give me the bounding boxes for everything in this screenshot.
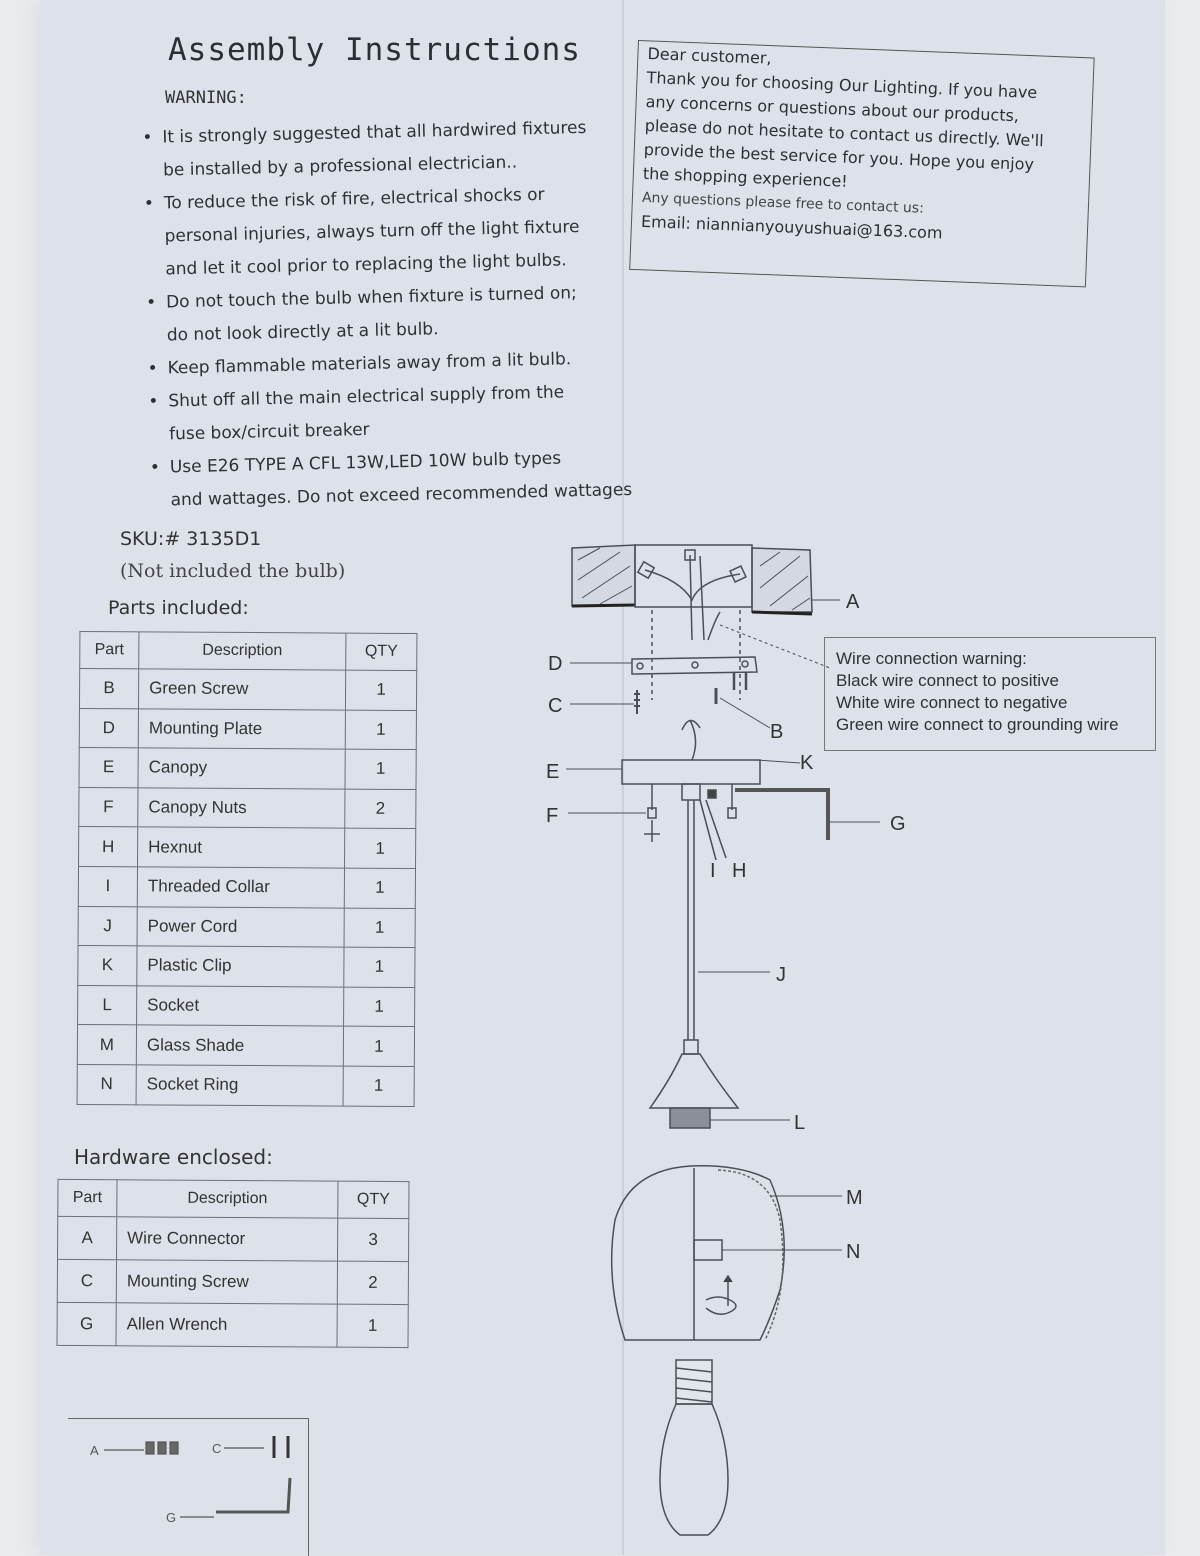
wire-warning-line: Black wire connect to positive xyxy=(836,671,1059,690)
diagram-label-k: K xyxy=(800,752,814,774)
diagram-label-i: I xyxy=(710,860,716,882)
wire-warning-box xyxy=(824,637,1156,751)
wire-warning: Wire connection warning: Black wire conn… xyxy=(836,648,1119,736)
leader-lines xyxy=(566,599,880,1251)
ceiling-illustration xyxy=(571,544,813,616)
diagram-label-j: J xyxy=(776,964,786,986)
mounting-screw-icon xyxy=(272,1436,290,1458)
paper-fold xyxy=(622,0,624,1555)
diagram-label-h: H xyxy=(732,860,746,882)
diagram-label-a: A xyxy=(846,591,860,613)
junction-box-wires xyxy=(636,549,747,641)
canopy-illustration xyxy=(621,759,761,842)
hardware-label-g: G xyxy=(166,1510,176,1525)
socket-illustration xyxy=(648,1039,740,1129)
warning-label: WARNING: xyxy=(165,88,247,108)
edison-bulb-illustration xyxy=(659,1359,729,1536)
glass-shade-illustration xyxy=(610,1165,785,1341)
diagram-label-e: E xyxy=(546,761,559,783)
diagram-label-n: N xyxy=(846,1241,860,1263)
parts-included-heading: Parts included: xyxy=(108,597,249,619)
sku-number: SKU:# 3135D1 xyxy=(120,528,262,550)
mounting-plate-illustration xyxy=(631,610,758,714)
diagram-label-l: L xyxy=(794,1112,805,1134)
diagram-label-d: D xyxy=(548,653,562,675)
plastic-clip-illustration xyxy=(681,719,701,761)
hardware-label-a: A xyxy=(90,1443,99,1458)
diagram-label-m: M xyxy=(846,1187,863,1209)
bulb-not-included-note: (Not included the bulb) xyxy=(120,560,346,582)
page-title: Assembly Instructions xyxy=(168,32,581,68)
wire-warning-line: White wire connect to negative xyxy=(836,693,1068,712)
diagram-label-b: B xyxy=(770,721,783,743)
diagram-label-c: C xyxy=(548,695,562,717)
wire-connector-icon xyxy=(145,1441,179,1455)
hardware-illustration-box xyxy=(68,1418,309,1556)
allen-wrench-icon xyxy=(216,1477,292,1514)
diagram-label-f: F xyxy=(546,805,558,827)
allen-wrench-illustration xyxy=(735,788,830,840)
diagram-label-g: G xyxy=(890,813,906,835)
hardware-enclosed-heading: Hardware enclosed: xyxy=(74,1145,273,1169)
power-cord-illustration xyxy=(687,799,727,1040)
wire-warning-line: Green wire connect to grounding wire xyxy=(836,715,1119,734)
wire-warning-title: Wire connection warning: xyxy=(836,649,1027,668)
hardware-label-c: C xyxy=(212,1441,221,1456)
